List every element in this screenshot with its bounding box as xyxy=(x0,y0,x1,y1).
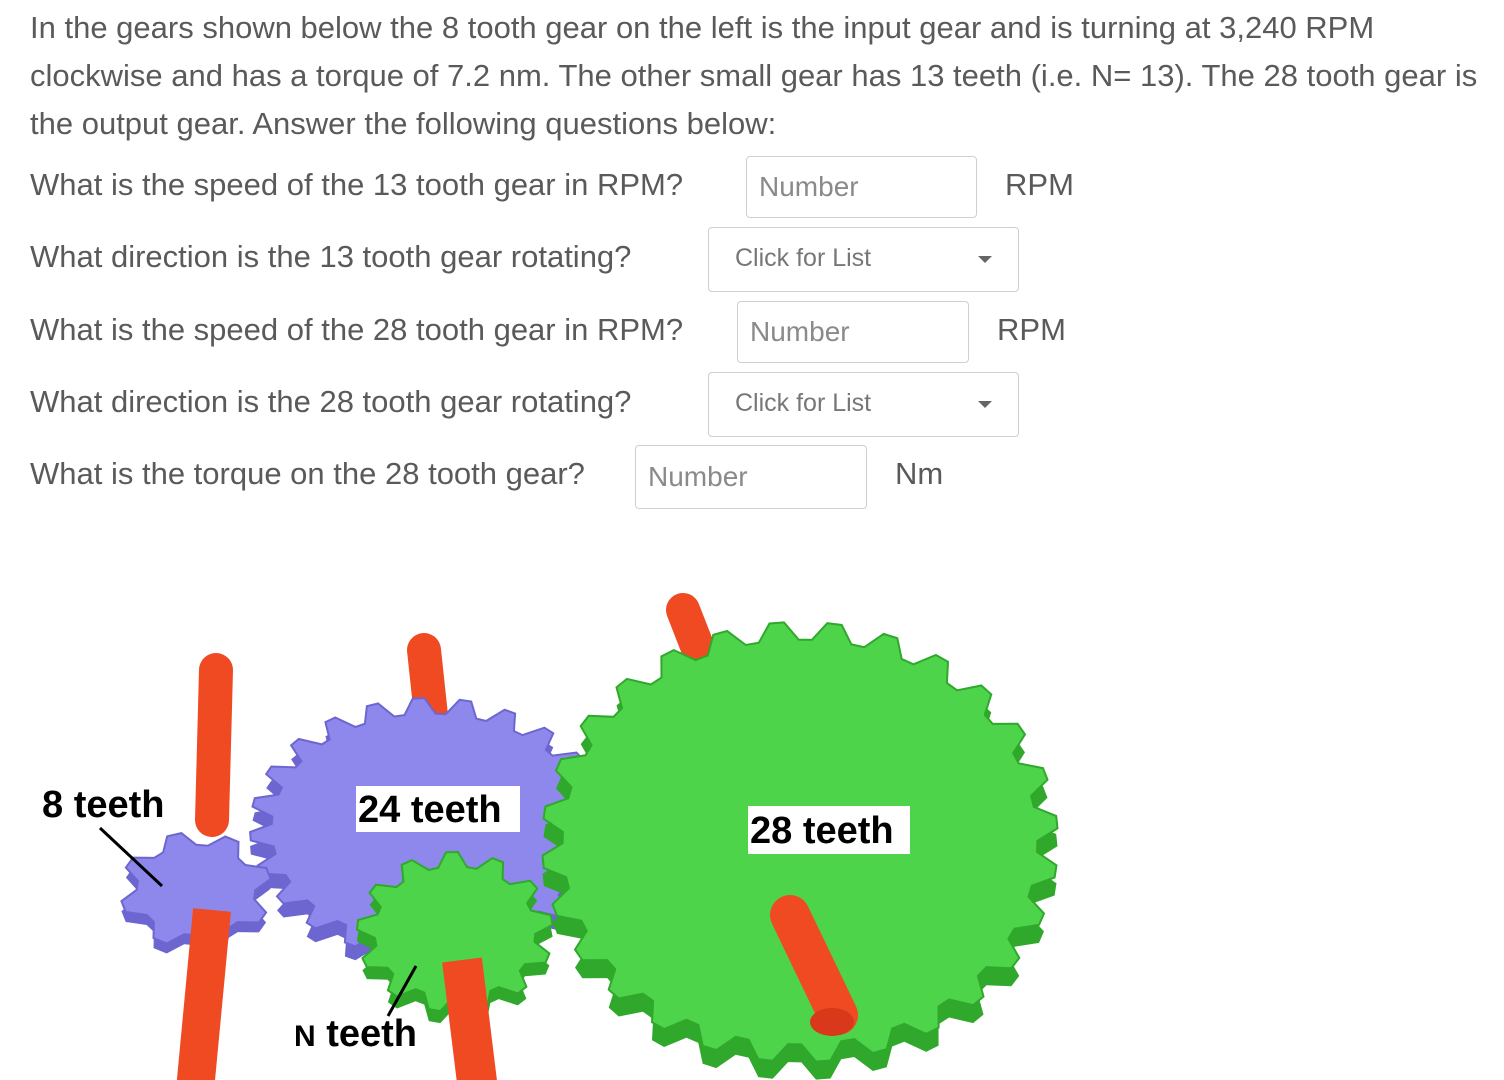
problem-statement: In the gears shown below the 8 tooth gea… xyxy=(30,10,1478,141)
direction-13-select[interactable]: Click for List xyxy=(708,227,1019,292)
leader-line-8 xyxy=(98,826,164,888)
label-n-prefix: N xyxy=(294,1020,316,1053)
label-24-bg xyxy=(356,786,520,832)
rod-8-top xyxy=(195,653,233,837)
chevron-down-icon xyxy=(978,401,992,408)
question-direction-13: What direction is the 13 tooth gear rota… xyxy=(30,239,632,274)
direction-28-select[interactable]: Click for List xyxy=(708,372,1019,437)
label-n-teeth: N teeth xyxy=(294,1013,417,1055)
unit-rpm-13: RPM xyxy=(1005,167,1074,202)
label-28-bg xyxy=(748,806,910,854)
rod-n-bottom xyxy=(442,957,497,1080)
rod-8-bottom xyxy=(176,908,231,1080)
leader-line-n xyxy=(386,965,418,1017)
speed-13-input[interactable] xyxy=(746,156,977,218)
chevron-down-icon xyxy=(978,256,992,263)
question-torque-28: What is the torque on the 28 tooth gear? xyxy=(30,456,585,491)
speed-28-input[interactable] xyxy=(737,301,969,363)
rod-28-bottom xyxy=(770,895,858,1035)
direction-13-select-value: Click for List xyxy=(735,244,872,272)
rod-28-end xyxy=(810,1008,854,1036)
gear-n xyxy=(355,850,554,1013)
unit-nm: Nm xyxy=(895,456,944,491)
question-direction-28: What direction is the 28 tooth gear rota… xyxy=(30,384,632,419)
label-24-teeth: 24 teeth xyxy=(358,789,502,831)
unit-rpm-28: RPM xyxy=(997,312,1066,347)
question-speed-28: What is the speed of the 28 tooth gear i… xyxy=(30,312,684,347)
label-n-suffix: teeth xyxy=(316,1013,417,1055)
label-8-teeth: 8 teeth xyxy=(42,784,164,826)
direction-28-select-value: Click for List xyxy=(735,389,872,417)
question-speed-13: What is the speed of the 13 tooth gear i… xyxy=(30,167,684,202)
torque-28-input[interactable] xyxy=(635,445,867,509)
gear-train-figure: 8 teeth 24 teeth 28 teeth N teeth xyxy=(42,593,1059,1080)
label-28-teeth: 28 teeth xyxy=(750,810,894,852)
